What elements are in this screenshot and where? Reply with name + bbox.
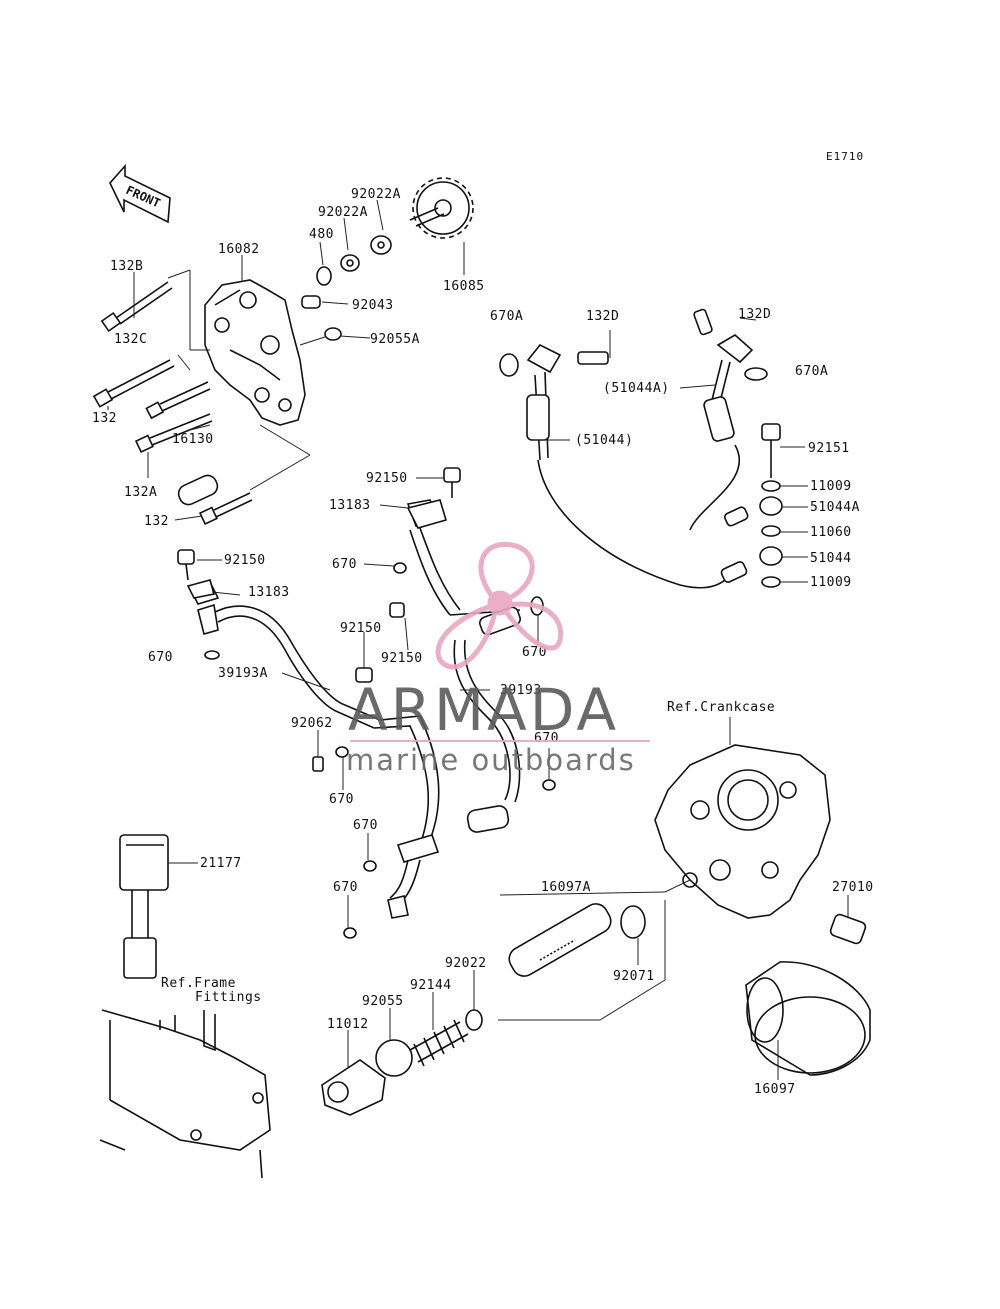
- washer-92022a-1: [340, 254, 360, 272]
- plate-13183-b: [186, 579, 216, 599]
- label-670a-left: 670A: [490, 309, 523, 324]
- label-132-bot: 132: [144, 514, 169, 529]
- label-51044: 51044: [810, 551, 852, 566]
- label-16085: 16085: [443, 279, 485, 294]
- label-92022a-mid: 92022A: [318, 205, 368, 220]
- plug-92062: [312, 756, 324, 772]
- oring-670-f: [343, 927, 357, 939]
- oil-hose-51044: [499, 343, 748, 589]
- crankcase-ref: [654, 744, 831, 919]
- label-132d-right: 132D: [738, 307, 771, 322]
- label-92055: 92055: [362, 994, 404, 1009]
- label-92150-a: 92150: [366, 471, 408, 486]
- pin-92043: [301, 295, 321, 309]
- label-ref-frame: Ref.Frame: [161, 976, 236, 991]
- label-11060: 11060: [810, 525, 852, 540]
- label-39193a: 39193A: [218, 666, 268, 681]
- oring-92055: [375, 1039, 413, 1077]
- label-92144: 92144: [410, 978, 452, 993]
- label-51044-paren: (51044): [575, 433, 633, 448]
- label-21177: 21177: [200, 856, 242, 871]
- label-51044a-paren: (51044A): [603, 381, 670, 396]
- watermark-tagline: marine outboards: [346, 743, 636, 777]
- label-92055a: 92055A: [370, 332, 420, 347]
- label-670a-right: 670A: [795, 364, 828, 379]
- label-92150-d: 92150: [381, 651, 423, 666]
- label-670-d: 670: [329, 792, 354, 807]
- oil-filter-16097: [745, 961, 871, 1076]
- propeller-logo-icon: [435, 541, 564, 670]
- plug-11012: [321, 1059, 386, 1116]
- label-670-left: 670: [148, 650, 173, 665]
- oil-hose-51044a: [689, 308, 768, 531]
- label-92022: 92022: [445, 956, 487, 971]
- label-92043: 92043: [352, 298, 394, 313]
- label-ref-crankcase: Ref.Crankcase: [667, 700, 775, 715]
- label-670-b: 670: [522, 645, 547, 660]
- bolt-132b: [100, 281, 173, 333]
- label-16082: 16082: [218, 242, 260, 257]
- label-92150-c: 92150: [340, 621, 382, 636]
- oring-92071: [620, 905, 646, 939]
- label-16130: 16130: [172, 432, 214, 447]
- label-13183-b: 13183: [248, 585, 290, 600]
- part-labels: 92022A 92022A 480 16082 132B 92043 16085…: [92, 187, 874, 1097]
- gear-16085: [409, 177, 474, 239]
- label-92062: 92062: [291, 716, 333, 731]
- watermark: ARMADA marine outboards: [346, 541, 650, 777]
- oring-92055a: [324, 327, 342, 341]
- bolt-132c: [92, 359, 175, 408]
- label-670-c: 670: [534, 731, 559, 746]
- label-480: 480: [309, 227, 334, 242]
- label-132-top: 132: [92, 411, 117, 426]
- washer-480: [316, 266, 332, 286]
- label-670-a: 670: [332, 557, 357, 572]
- label-51044a: 51044A: [810, 500, 860, 515]
- label-11012: 11012: [327, 1017, 369, 1032]
- oil-strainer-16097a: [508, 903, 612, 977]
- connector-21177: [119, 834, 169, 979]
- bolt-132: [145, 381, 211, 420]
- label-92071: 92071: [613, 969, 655, 984]
- oring-670-c: [335, 746, 349, 758]
- front-arrow-icon: FRONT: [109, 163, 171, 224]
- label-670-e: 670: [353, 818, 378, 833]
- label-16097: 16097: [754, 1082, 796, 1097]
- plate-13183-a: [406, 499, 447, 529]
- bolt-132a: [134, 413, 213, 454]
- oil-pump-body: [204, 279, 306, 426]
- frame-fittings-ref: [99, 1009, 271, 1179]
- label-92022a-top: 92022A: [351, 187, 401, 202]
- spring-92144: [409, 1019, 469, 1067]
- oil-pressure-switch-27010: [829, 913, 867, 945]
- oring-670-d: [542, 779, 556, 791]
- label-13183-a: 13183: [329, 498, 371, 513]
- label-11009-top: 11009: [810, 479, 852, 494]
- banjo-bolt-stack: [759, 423, 783, 588]
- label-39193: 39193: [500, 683, 542, 698]
- label-11009-bot: 11009: [810, 575, 852, 590]
- oring-670-a: [393, 562, 407, 574]
- bolt-92150-c: [389, 602, 405, 618]
- label-92151: 92151: [808, 441, 850, 456]
- washer-92022a-2: [370, 235, 392, 255]
- bolt-132-lower: [198, 492, 253, 526]
- label-132d-left: 132D: [586, 309, 619, 324]
- oring-670-e: [363, 860, 377, 872]
- label-27010: 27010: [832, 880, 874, 895]
- shaft-16130: [177, 474, 219, 506]
- label-670-f: 670: [333, 880, 358, 895]
- washer-92022: [465, 1009, 483, 1031]
- leader-lines: [107, 199, 849, 1080]
- label-132a: 132A: [124, 485, 157, 500]
- label-132c: 132C: [114, 332, 147, 347]
- watermark-brand: ARMADA: [348, 676, 619, 744]
- label-16097a: 16097A: [541, 880, 591, 895]
- label-132b: 132B: [110, 259, 143, 274]
- label-ref-fittings: Fittings: [195, 990, 262, 1005]
- diagram-code: E1710: [826, 150, 864, 163]
- label-92150-b: 92150: [224, 553, 266, 568]
